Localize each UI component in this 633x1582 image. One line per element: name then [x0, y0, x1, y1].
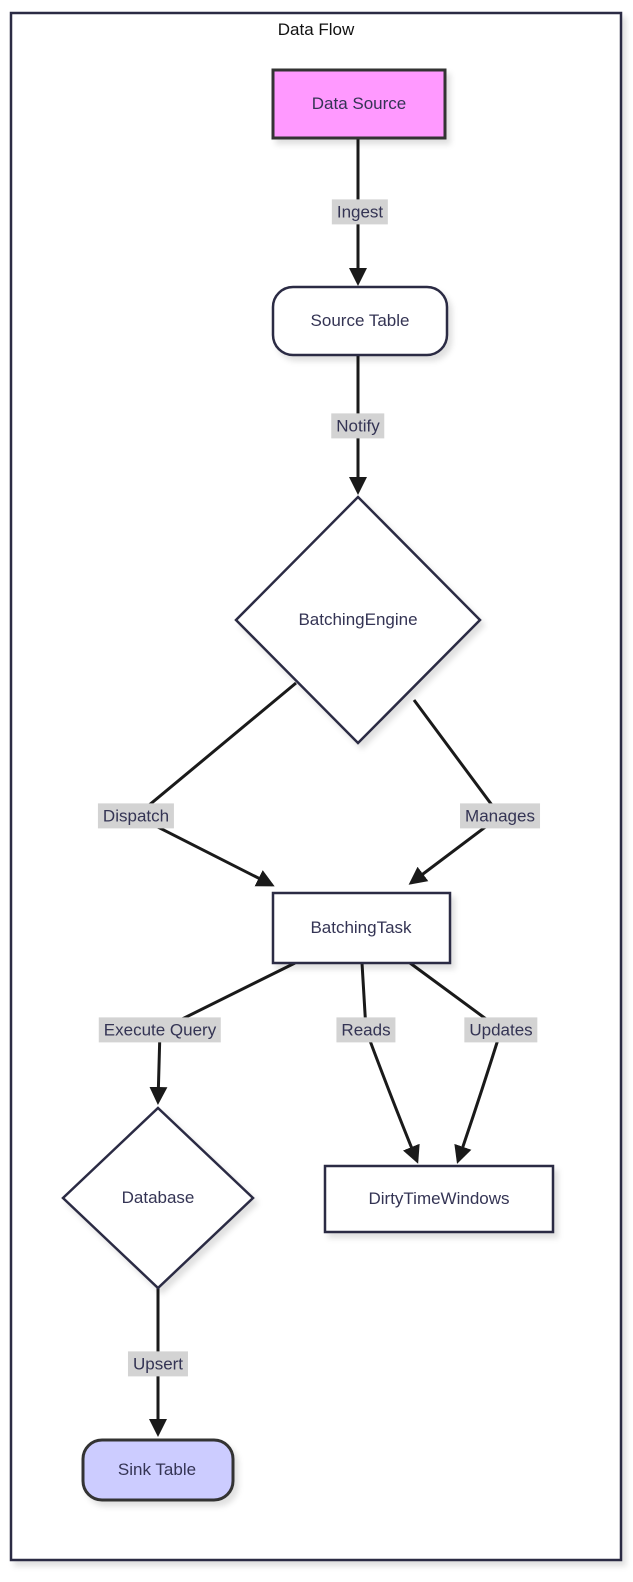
batching-task-node-shape: [271, 891, 452, 965]
edge-label-reads: Reads: [336, 1017, 396, 1043]
source-table-node-label: Source Table: [310, 311, 410, 330]
edge-label-notify: Notify: [331, 413, 385, 439]
batching-engine-node-shape: [234, 495, 482, 745]
dirty-time-windows-node-shape: [323, 1164, 555, 1234]
batching-task-node-label: BatchingTask: [310, 918, 412, 937]
batching-engine-node-label: BatchingEngine: [298, 610, 418, 629]
source-table-node-shape: [271, 285, 449, 357]
edge-label-manages: Manages: [460, 803, 540, 829]
diagram-frame: [9, 11, 623, 1562]
edge-label-updates: Updates: [464, 1017, 538, 1043]
data-source-node-label: Data Source: [311, 94, 407, 113]
database-node-label: Database: [121, 1188, 195, 1207]
edge-label-upsert: Upsert: [127, 1351, 189, 1377]
data-source-node-shape: [271, 68, 447, 140]
edge-label-ingest: Ingest: [331, 199, 389, 225]
edge-label-execute-query: Execute Query: [98, 1017, 222, 1043]
sink-table-node-label: Sink Table: [117, 1460, 197, 1479]
dirty-time-windows-node-label: DirtyTimeWindows: [368, 1189, 510, 1208]
diagram-title: Data Flow: [277, 20, 355, 39]
sink-table-node-shape: [81, 1438, 235, 1502]
edge-label-dispatch: Dispatch: [97, 803, 175, 829]
database-node-shape: [61, 1106, 255, 1290]
